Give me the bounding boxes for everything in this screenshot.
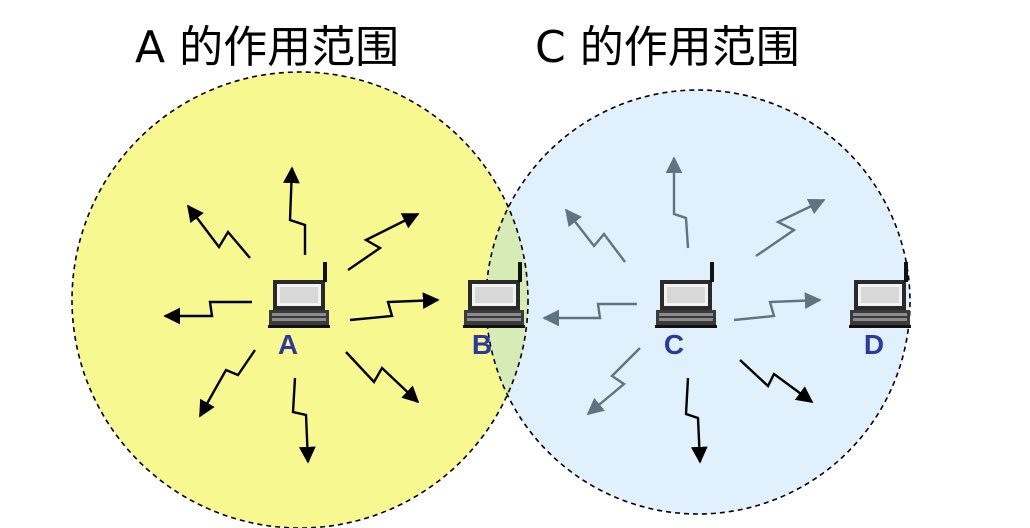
node-label-b: B — [472, 329, 492, 360]
signal-arrow — [186, 204, 251, 259]
signal-arrow — [733, 292, 822, 322]
signals-c — [542, 156, 826, 416]
signal-arrow — [198, 349, 256, 418]
signal-arrow — [755, 198, 826, 257]
signal-arrow — [665, 156, 690, 249]
range-border-c — [485, 89, 911, 515]
range-title-a: A 的作用范围 — [135, 22, 399, 73]
signal-arrow — [283, 166, 307, 255]
signal-arrow — [564, 208, 626, 263]
signal-arrow — [347, 212, 420, 271]
signal-arrow — [345, 351, 420, 404]
signal-arrow — [542, 302, 637, 327]
signal-arrow — [163, 300, 252, 325]
range-title-c: C 的作用范围 — [535, 22, 800, 73]
node-label-d: D — [864, 329, 884, 360]
signal-arrow — [586, 347, 641, 416]
signal-arrow — [291, 377, 316, 464]
signal-arrow — [349, 292, 440, 322]
signal-arrow — [739, 359, 814, 403]
signals-c-dark — [684, 359, 814, 464]
node-label-a: A — [278, 329, 298, 360]
range-border-a — [71, 71, 529, 528]
node-label-c: C — [664, 329, 684, 360]
signals-a — [163, 166, 440, 464]
signal-arrow — [684, 377, 708, 464]
